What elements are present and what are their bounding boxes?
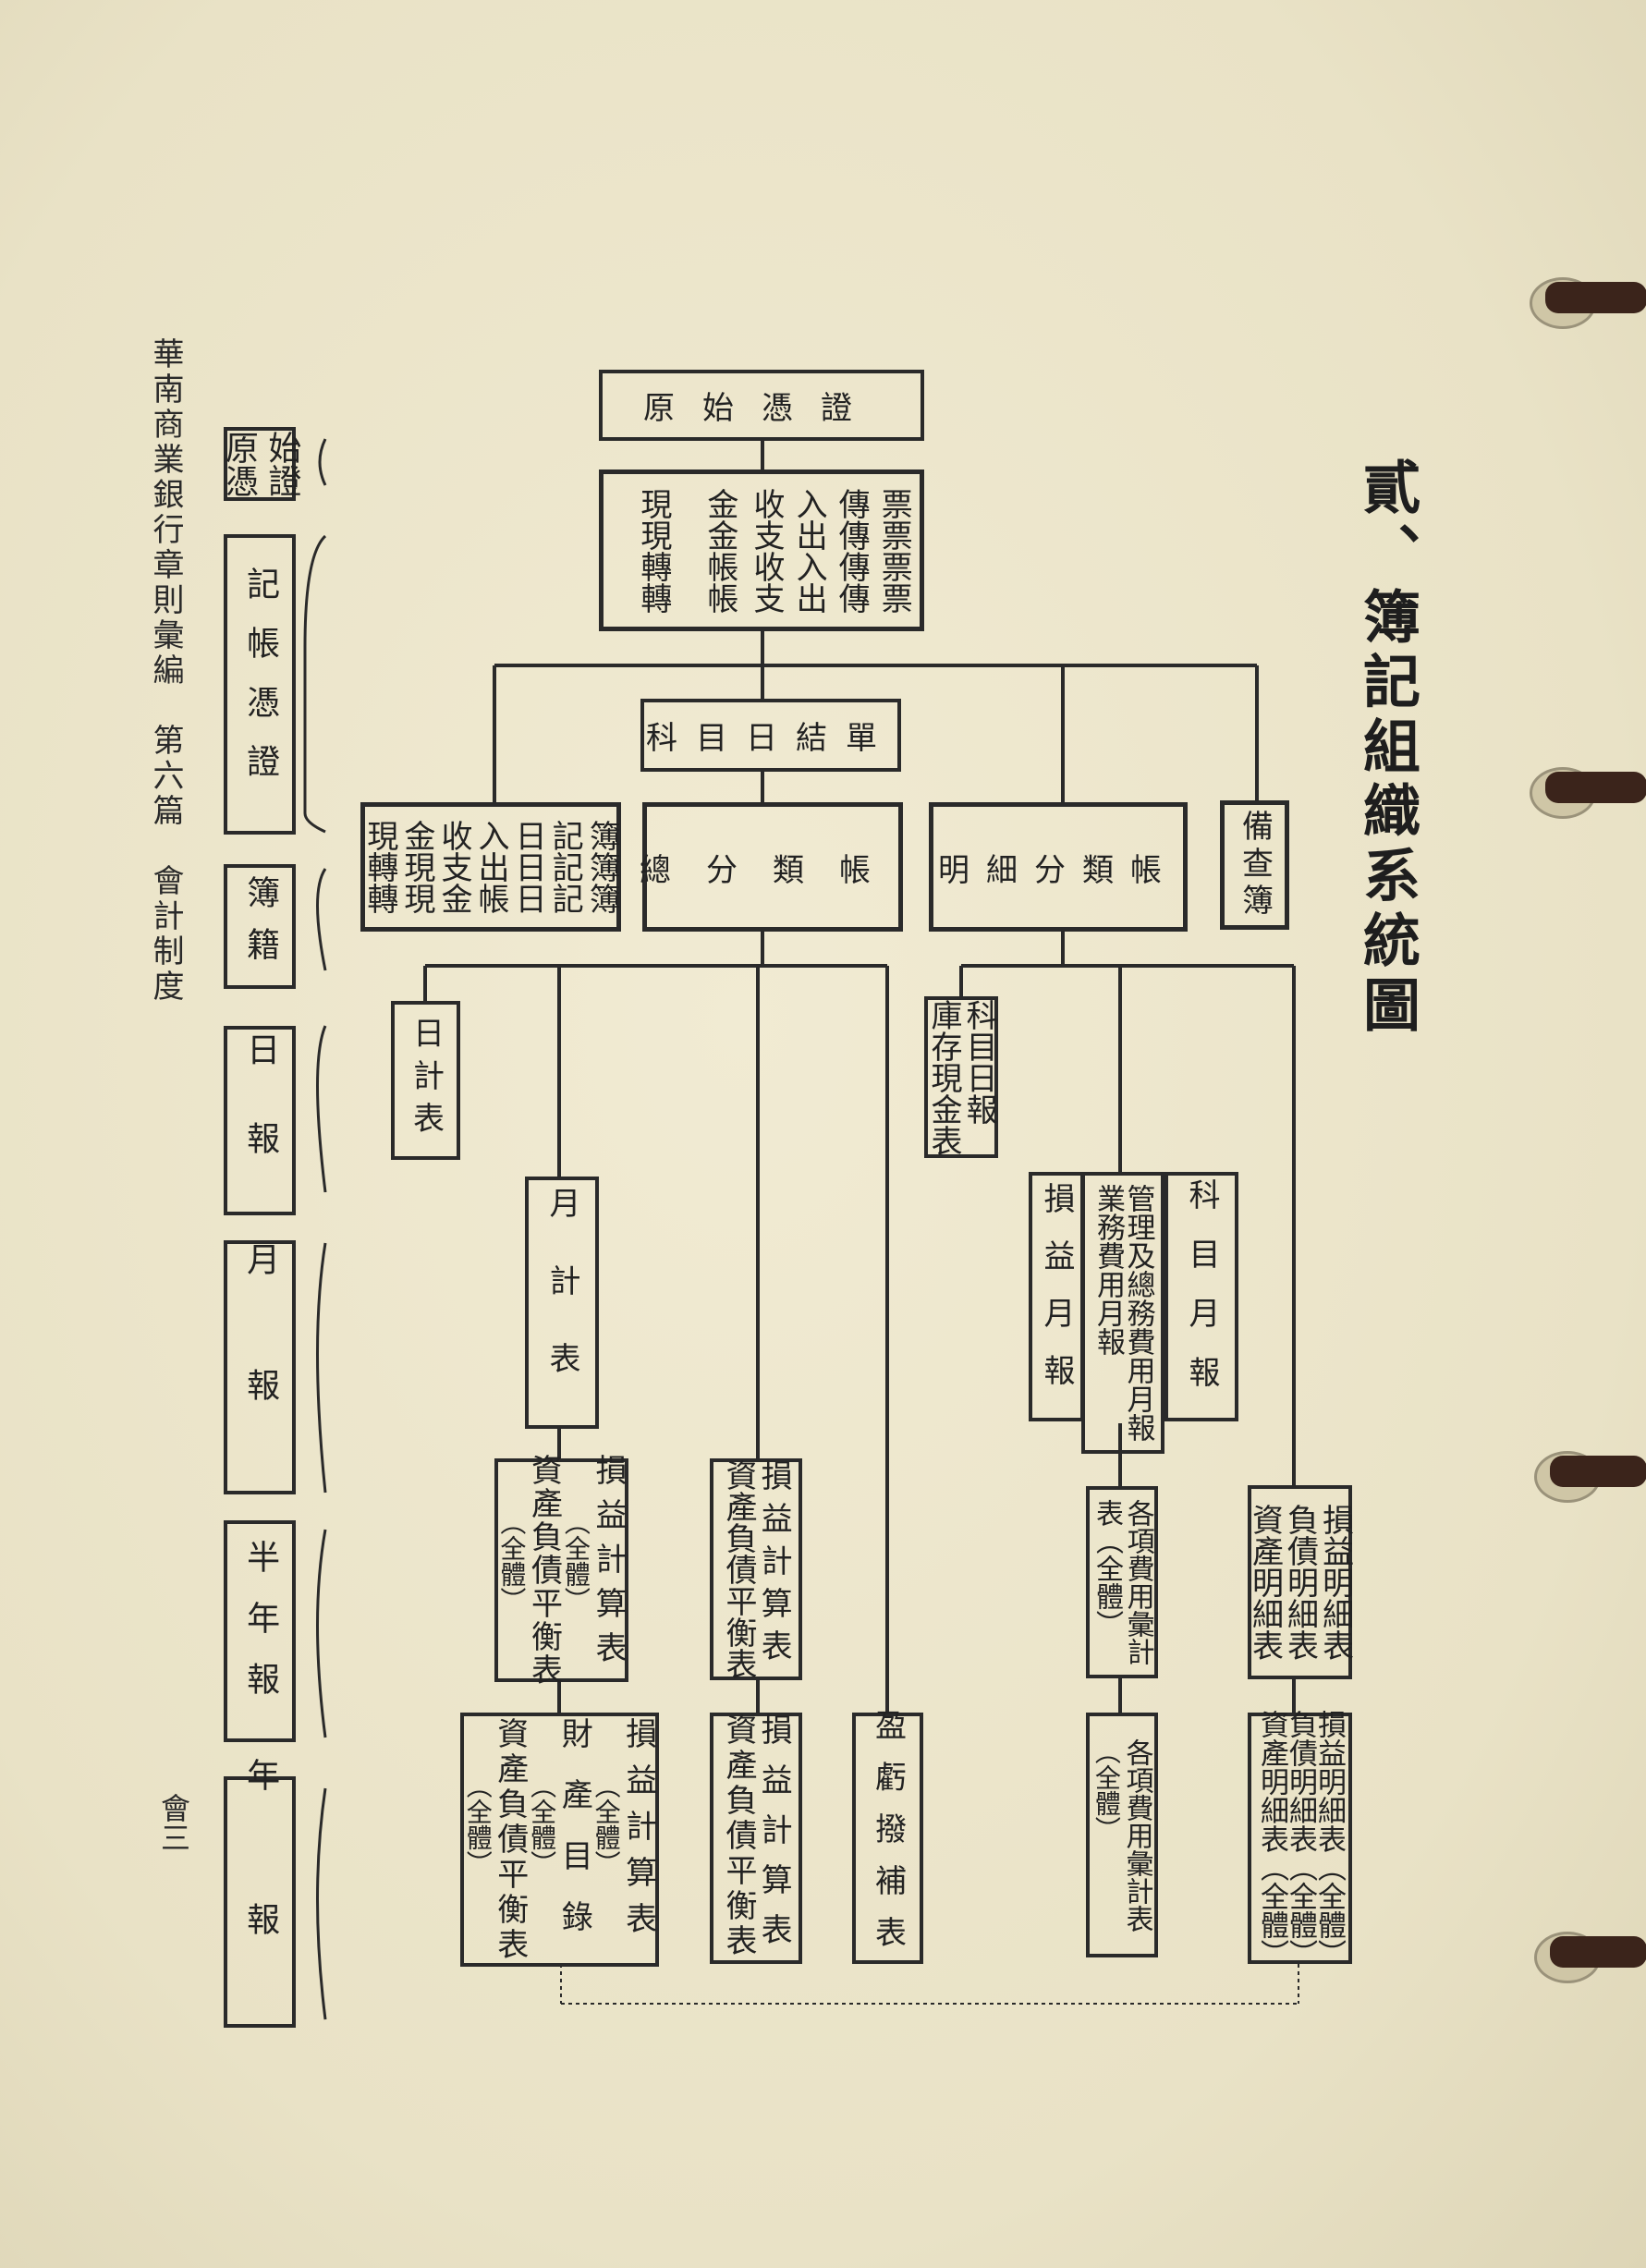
running-header: 華南商業銀行章則彙編 第六篇 會計制度: [147, 337, 184, 1005]
box-expense-summary-year: 各項費用彙計表 （全體）: [1086, 1713, 1158, 1957]
box-general-ledger: 總分類帳: [640, 802, 903, 932]
box-detail-half: 損益明細表 負債明細表 資產明細表: [1246, 1485, 1354, 1679]
box-journals: 簿簿簿 記記記 日日日 入出帳 收支金 金現現 現轉轉: [360, 802, 621, 932]
box-daily-summary: 科目日結單: [640, 699, 901, 772]
binder-cord-3: [1550, 1456, 1646, 1487]
box-original-voucher: 原始憑證: [599, 370, 924, 441]
box-half-pl: 損益計算表 資產負債平衡表: [710, 1458, 802, 1680]
box-expense-summary-half: 各項費用彙計 表（全體）: [1086, 1486, 1158, 1678]
box-pl-monthly: 損益月報: [1029, 1172, 1084, 1421]
side-label-original-voucher: 始證原憑: [220, 427, 300, 501]
side-label-entry-voucher: 記帳憑證: [224, 534, 296, 835]
box-surplus-deficit: 盈虧撥補表: [852, 1709, 923, 1968]
side-label-half-year-report: 半年報: [224, 1520, 296, 1742]
box-detail-year: 損益明細表（全體） 負債明細表（全體） 資產明細表（全體）: [1248, 1710, 1352, 1968]
page-number: 會三: [156, 1793, 191, 1852]
box-subject-daily-report: 科目日報 庫存現金表: [924, 996, 998, 1158]
box-admin-expense-monthly: 管理及總務費用月報 業務費用月報: [1081, 1172, 1164, 1454]
binder-cord-1: [1545, 282, 1646, 313]
page-title: 貳、簿記組織系統圖: [1353, 457, 1420, 1040]
side-label-daily-report: 日報: [224, 1026, 296, 1215]
box-vouchers: 票票票票 傳傳傳傳 入出入出 收支收支 金金帳帳 現現轉轉: [599, 469, 924, 631]
binder-cord-4: [1550, 1936, 1646, 1968]
box-daily-statement: 日計表: [391, 1001, 460, 1160]
side-label-year-report: 年報: [224, 1758, 296, 2046]
box-half-pl-whole: 損益計算表 （全體） 資產負債平衡表 （全體）: [494, 1454, 628, 1687]
box-monthly-statement: 月計表: [525, 1177, 599, 1429]
box-memo-book: 備查簿: [1220, 800, 1289, 930]
box-subsidiary-ledger: 明細分類帳: [929, 802, 1188, 932]
side-label-books: 簿籍: [224, 864, 296, 989]
side-label-monthly-report: 月報: [224, 1240, 296, 1494]
box-subject-monthly-report: 科目月報: [1164, 1172, 1238, 1421]
box-year-pl-whole: 損益計算表 （全體） 財產目錄 （全體） 資產負債平衡表 （全體）: [460, 1713, 659, 1967]
box-year-pl: 損益計算表 資產負債平衡表: [710, 1713, 802, 1964]
binder-cord-2: [1545, 772, 1646, 803]
